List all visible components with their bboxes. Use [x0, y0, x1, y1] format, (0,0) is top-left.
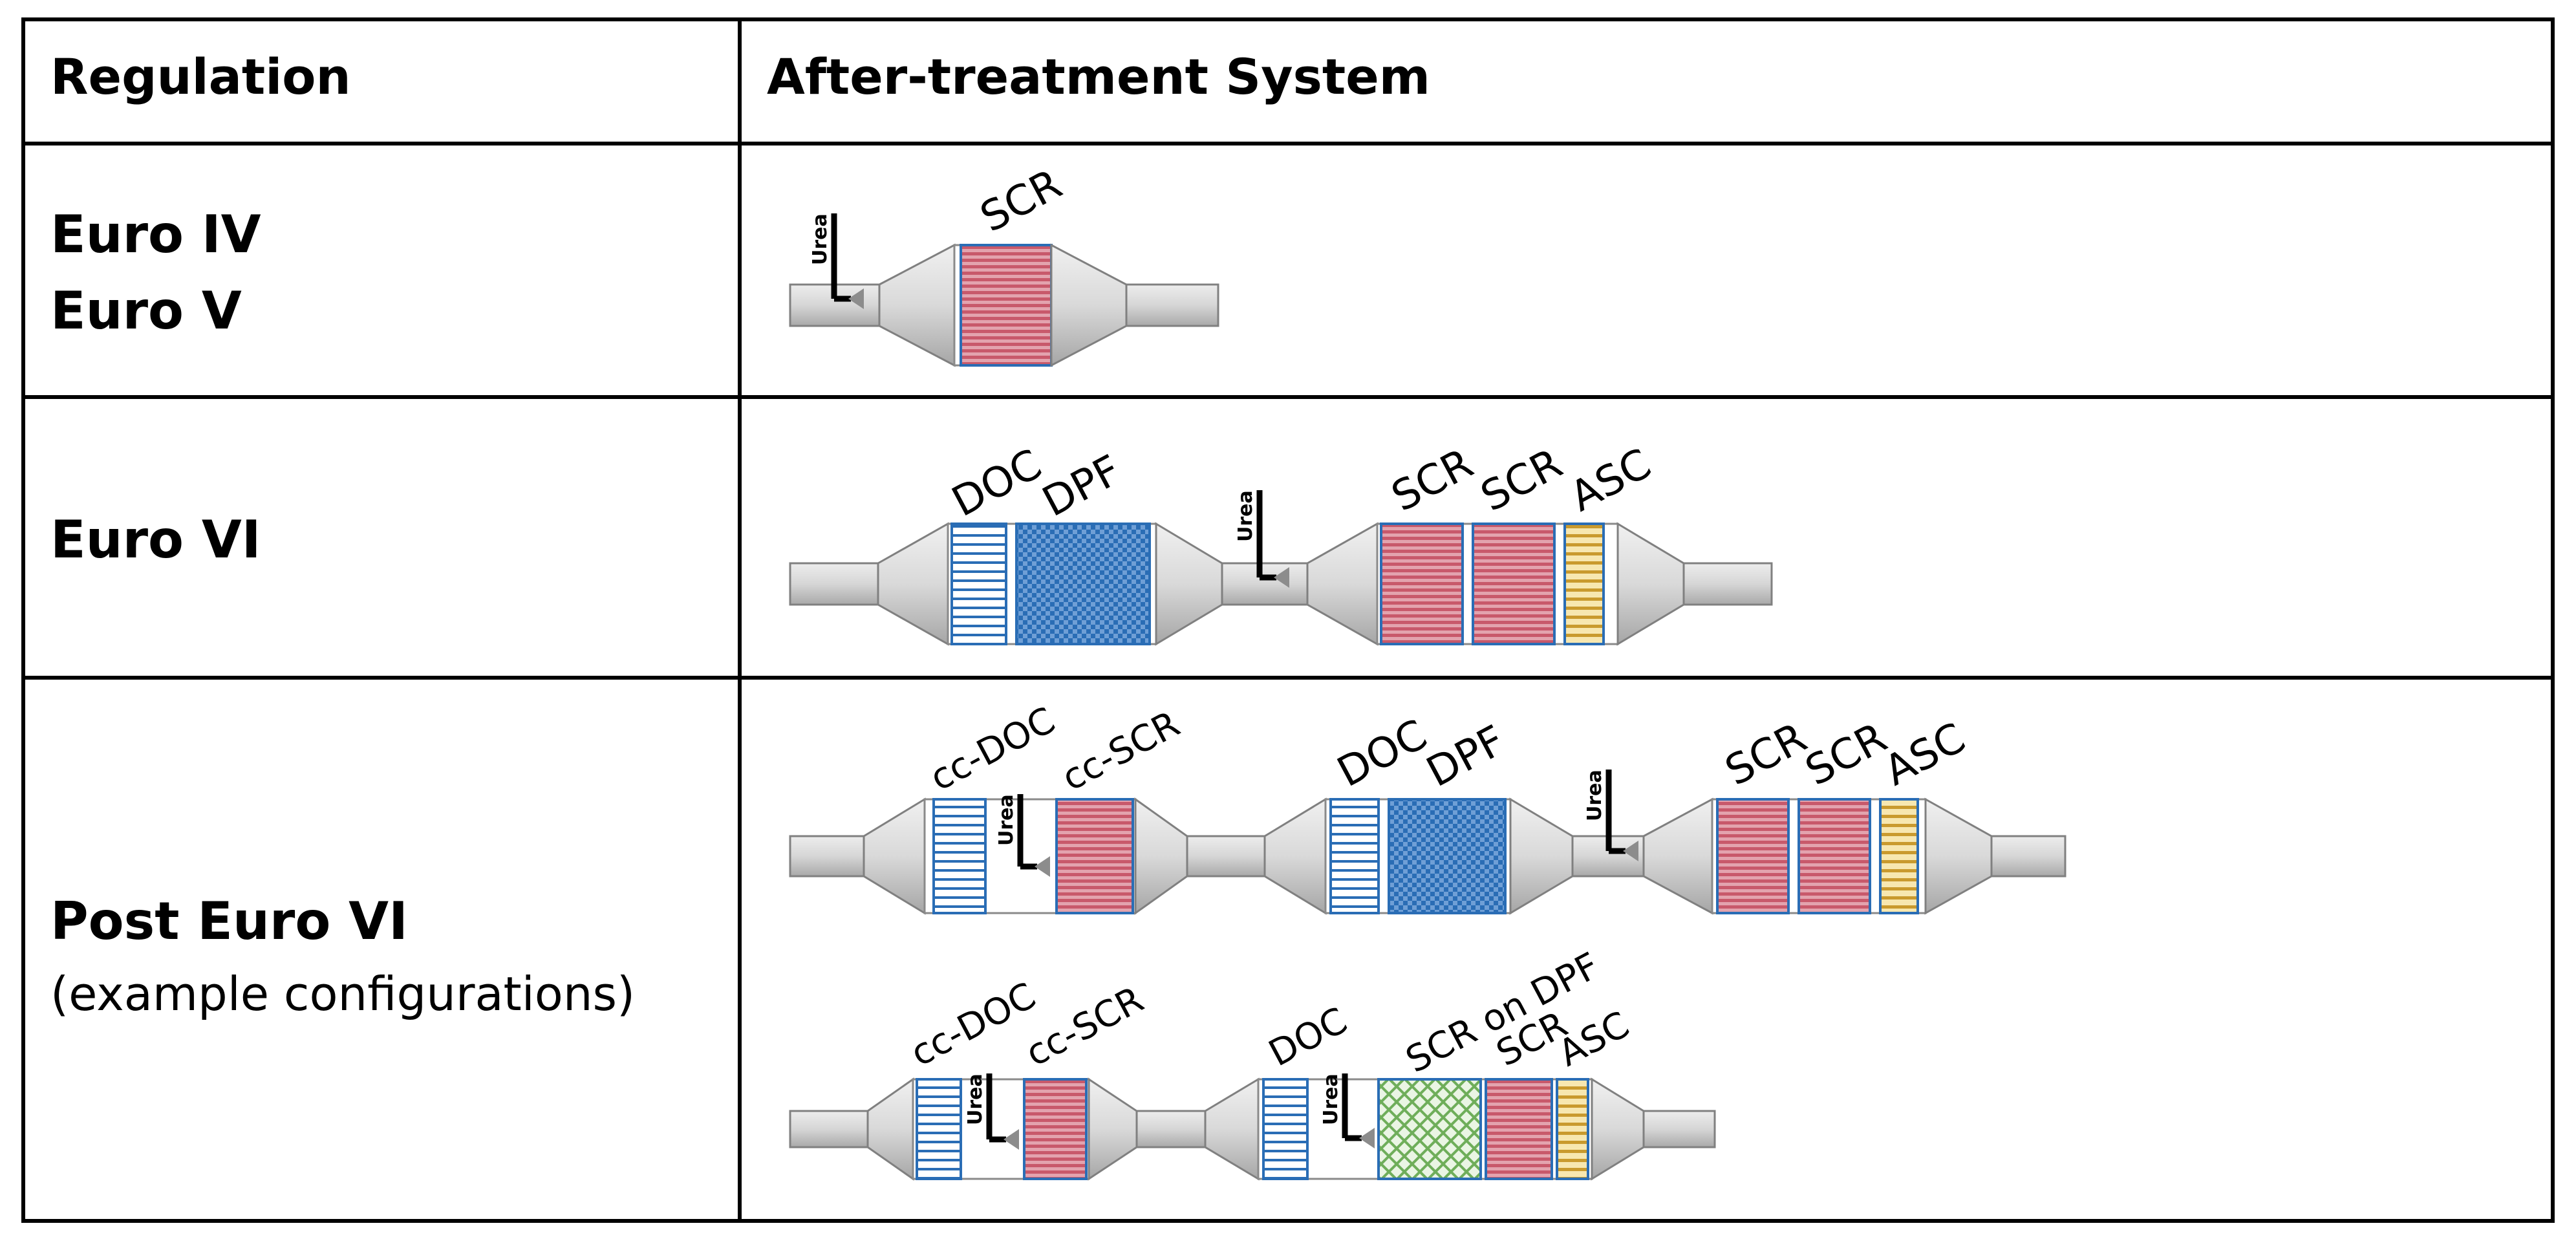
regulation-euro-iv: Euro IV — [50, 204, 261, 264]
header-regulation: Regulation — [50, 48, 351, 105]
asc-brick — [1879, 798, 1919, 914]
urea-nozzle-icon — [848, 288, 864, 309]
scr-brick-1 — [1716, 798, 1790, 914]
inlet-pipe — [789, 562, 879, 606]
table-grid — [21, 17, 2555, 1223]
urea-label: Urea — [809, 213, 832, 265]
label-asc: ASC — [1877, 714, 1973, 795]
doc-inlet-cone — [1263, 797, 1327, 915]
label-dpf: DPF — [1419, 717, 1513, 797]
urea-label: Urea — [1320, 1073, 1342, 1125]
mid-pipe — [1221, 562, 1309, 606]
urea-nozzle-icon — [1035, 856, 1050, 877]
outlet-pipe — [1125, 283, 1219, 327]
urea-injector-cc: Urea — [995, 794, 1050, 877]
label-asc: ASC — [1563, 440, 1659, 521]
urea-injector: Urea — [1320, 1073, 1375, 1148]
doc-brick — [1262, 1078, 1309, 1180]
urea-label: Urea — [1583, 770, 1606, 821]
dpf-outlet-cone — [1509, 797, 1574, 915]
urea-injector: Urea — [1234, 490, 1289, 588]
label-doc: DOC — [1330, 711, 1435, 797]
inlet-pipe — [789, 835, 865, 878]
urea-nozzle-icon — [1274, 567, 1289, 588]
scr-brick-1 — [1380, 523, 1464, 645]
dpf-brick — [1015, 523, 1151, 645]
scr-inlet-cone — [1642, 797, 1713, 915]
scr-brick-2 — [1472, 523, 1556, 645]
urea-nozzle-icon — [1623, 841, 1638, 861]
label-dpf: DPF — [1035, 446, 1129, 526]
doc-brick — [1329, 798, 1380, 914]
cc-doc-brick — [932, 798, 987, 914]
urea-injector: Urea — [809, 213, 864, 309]
mid-pipe — [1135, 1110, 1207, 1148]
urea-injector: Urea — [1583, 770, 1638, 861]
header-aftertreatment: After-treatment System — [767, 48, 1430, 105]
urea-label: Urea — [1234, 490, 1257, 542]
inlet-cone — [866, 1077, 914, 1181]
doc-brick — [950, 523, 1007, 645]
urea-label: Urea — [964, 1073, 987, 1125]
mid-cone-right — [1306, 522, 1379, 646]
urea-nozzle-icon — [1004, 1129, 1019, 1150]
scr-brick — [960, 244, 1053, 367]
label-cc-doc: cc-DOC — [904, 975, 1042, 1075]
cc-scr-brick — [1055, 798, 1134, 914]
asc-brick — [1556, 1078, 1589, 1180]
outlet-cone — [1591, 1077, 1645, 1181]
label-asc: ASC — [1552, 1004, 1636, 1075]
scr-on-dpf-brick — [1377, 1078, 1482, 1180]
outlet-pipe — [1682, 562, 1773, 606]
dpf-brick — [1388, 798, 1507, 914]
inlet-cone — [878, 243, 956, 367]
regulation-euro-v: Euro V — [50, 281, 242, 341]
cc-scr-brick — [1023, 1078, 1088, 1180]
label-cc-scr: cc-SCR — [1055, 703, 1186, 799]
label-scr-1: SCR — [1384, 440, 1481, 521]
mid-pipe-1 — [1186, 835, 1266, 878]
label-doc: DOC — [1262, 1000, 1354, 1075]
regulation-post-euro-vi: Post Euro VI — [50, 891, 408, 951]
outlet-cone — [1616, 522, 1685, 646]
cc-outlet-cone — [1134, 797, 1188, 915]
label-cc-scr: cc-SCR — [1019, 978, 1150, 1075]
inlet-cone — [877, 522, 949, 646]
urea-label: Urea — [995, 794, 1018, 846]
inlet-cone — [863, 797, 926, 915]
doc-inlet-cone — [1204, 1077, 1260, 1181]
mid-cone-left — [1155, 522, 1223, 646]
outlet-pipe — [1990, 835, 2066, 878]
scr-brick-2 — [1798, 798, 1871, 914]
label-doc: DOC — [945, 440, 1049, 526]
label-scr-2: SCR — [1474, 440, 1570, 521]
outlet-cone — [1924, 797, 1993, 915]
regulation-post-euro-vi-note: (example configurations) — [50, 967, 635, 1021]
regulation-euro-vi: Euro VI — [50, 510, 261, 570]
inlet-pipe — [789, 1110, 869, 1148]
cc-outlet-cone — [1088, 1077, 1138, 1181]
outlet-pipe — [1642, 1110, 1716, 1148]
urea-injector-cc: Urea — [964, 1073, 1019, 1150]
outlet-cone — [1050, 243, 1128, 367]
scr-brick — [1485, 1078, 1553, 1180]
urea-nozzle-icon — [1359, 1128, 1375, 1148]
asc-brick — [1563, 523, 1605, 645]
label-cc-doc: cc-DOC — [923, 699, 1062, 799]
cc-doc-brick — [916, 1078, 962, 1180]
label-scr: SCR — [973, 160, 1069, 242]
